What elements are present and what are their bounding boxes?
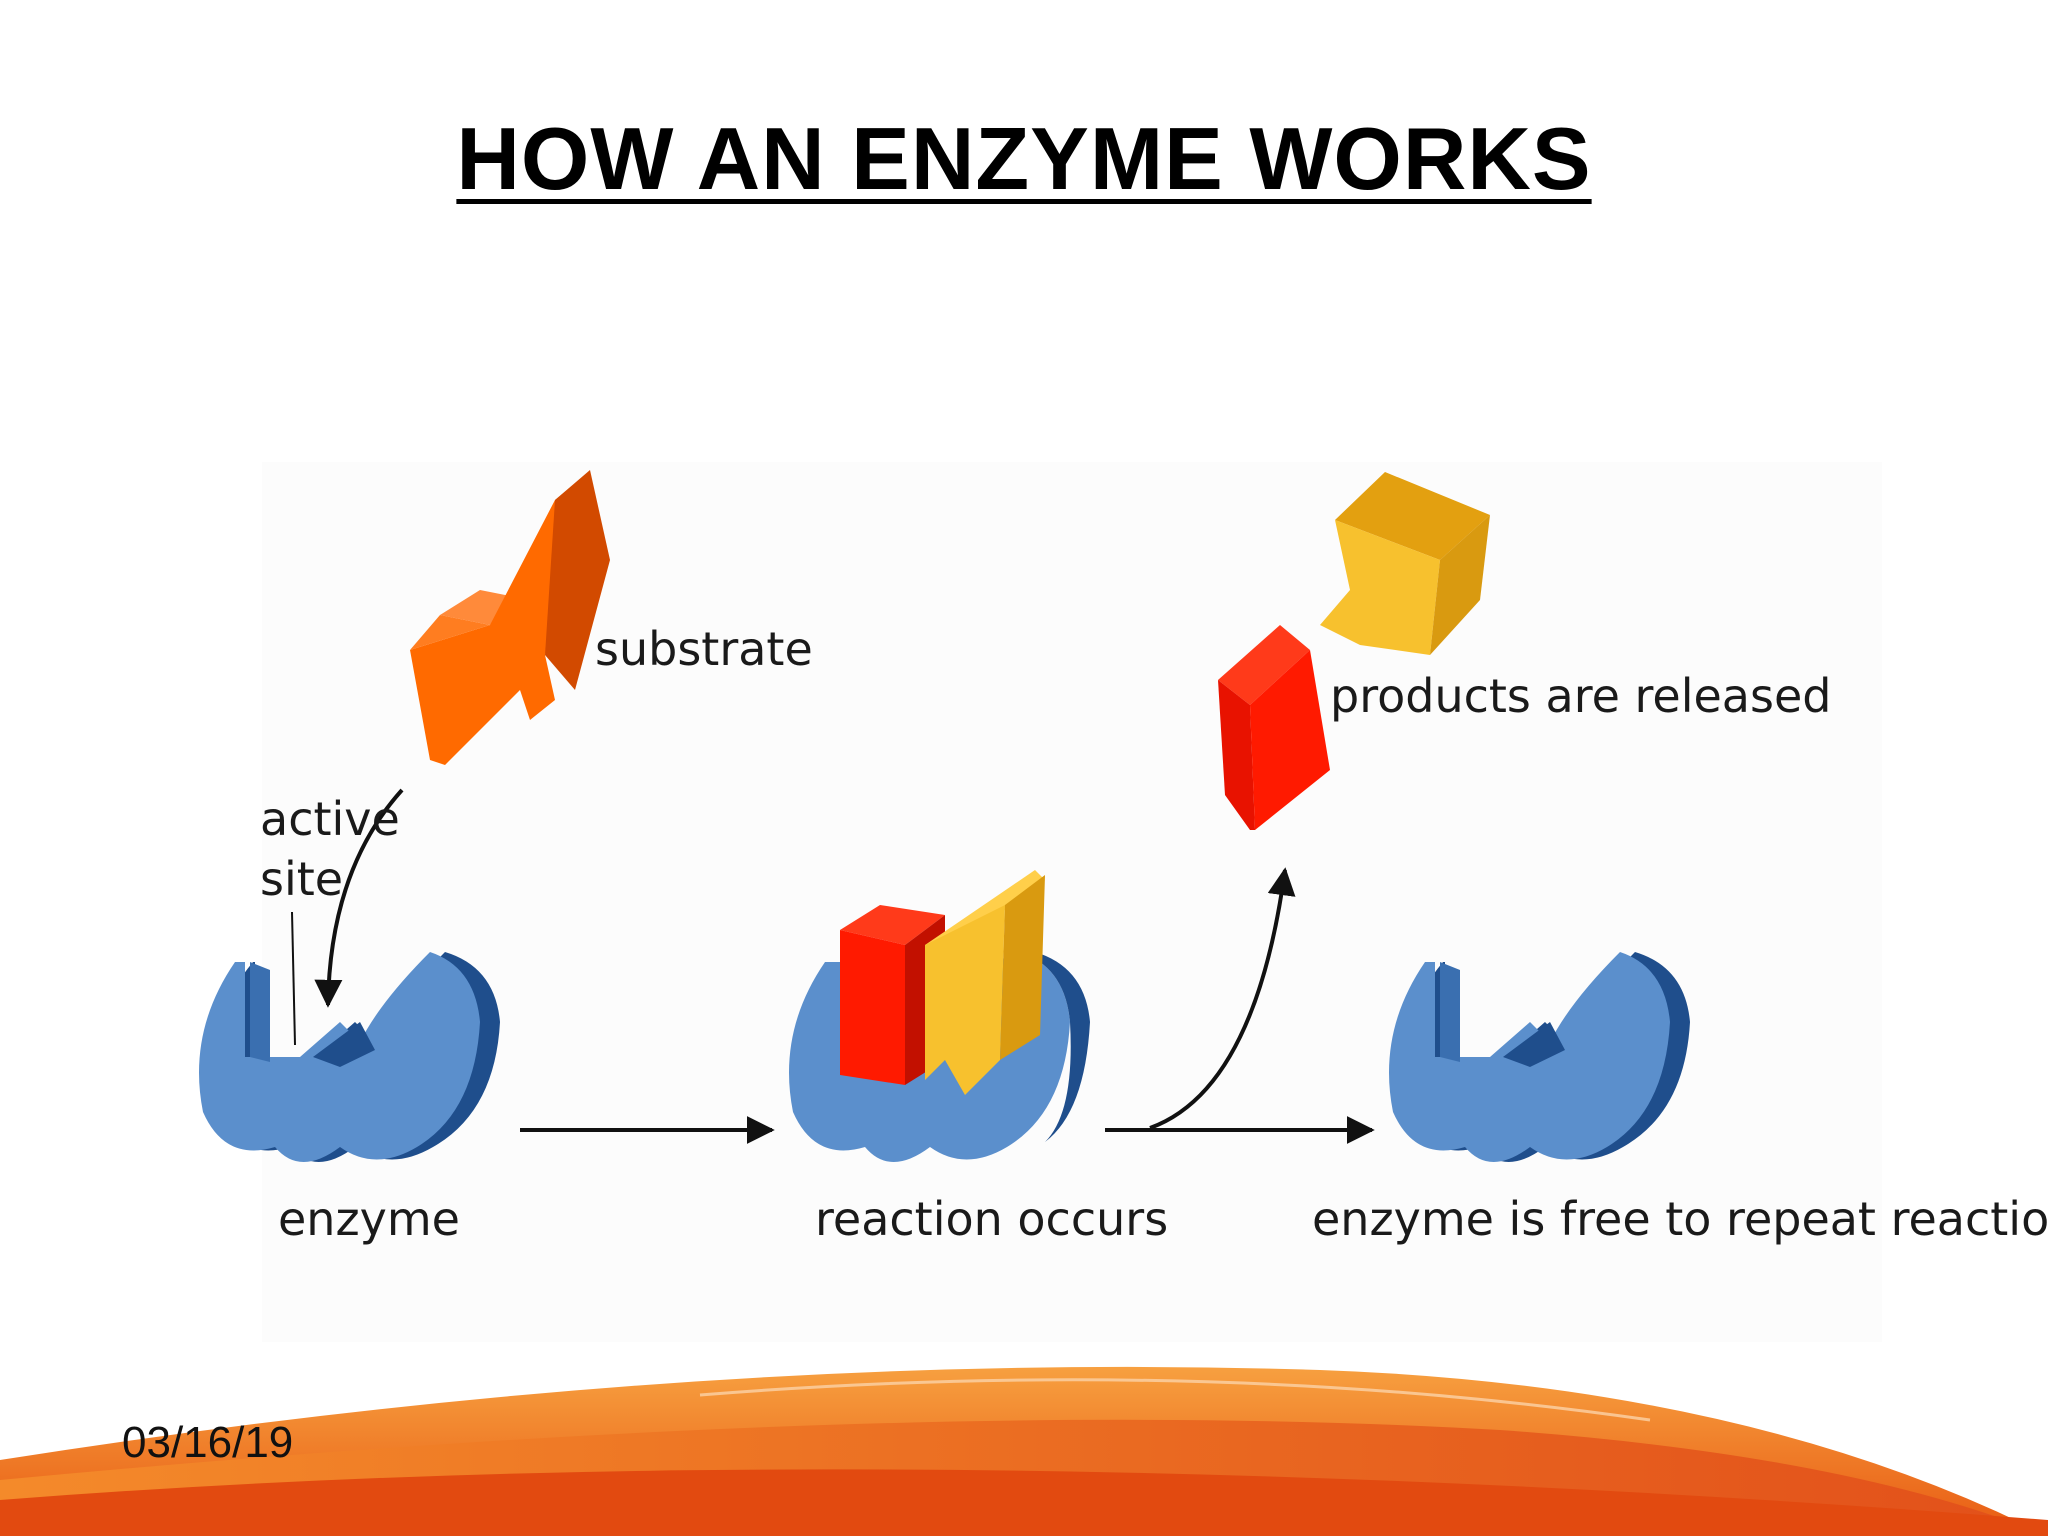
enzyme-shape-free bbox=[1389, 952, 1690, 1162]
enzyme-shape bbox=[199, 952, 500, 1162]
active-site-pointer bbox=[291, 911, 296, 1046]
released-yellow-block bbox=[1320, 472, 1490, 655]
label-products-released: products are released bbox=[1330, 669, 1831, 723]
substrate-block bbox=[410, 470, 610, 765]
label-active-site-line1: active bbox=[260, 792, 400, 846]
slide-title: HOW AN ENZYME WORKS bbox=[0, 108, 2048, 210]
label-substrate: substrate bbox=[595, 622, 813, 676]
label-enzyme-free: enzyme is free to repeat reaction bbox=[1312, 1192, 2048, 1246]
slide-title-text: HOW AN ENZYME WORKS bbox=[456, 109, 1592, 208]
footer-banner bbox=[0, 1366, 2048, 1536]
label-reaction-occurs: reaction occurs bbox=[815, 1192, 1168, 1246]
arrow-products-released bbox=[1149, 867, 1296, 1130]
footer-date: 03/16/19 bbox=[122, 1418, 294, 1467]
label-active-site-line2: site bbox=[260, 852, 343, 906]
released-red-cube bbox=[1218, 625, 1330, 830]
label-enzyme: enzyme bbox=[278, 1192, 460, 1246]
product-yellow-block bbox=[925, 870, 1045, 1095]
arrow-substrate-to-active-site bbox=[314, 788, 404, 1008]
